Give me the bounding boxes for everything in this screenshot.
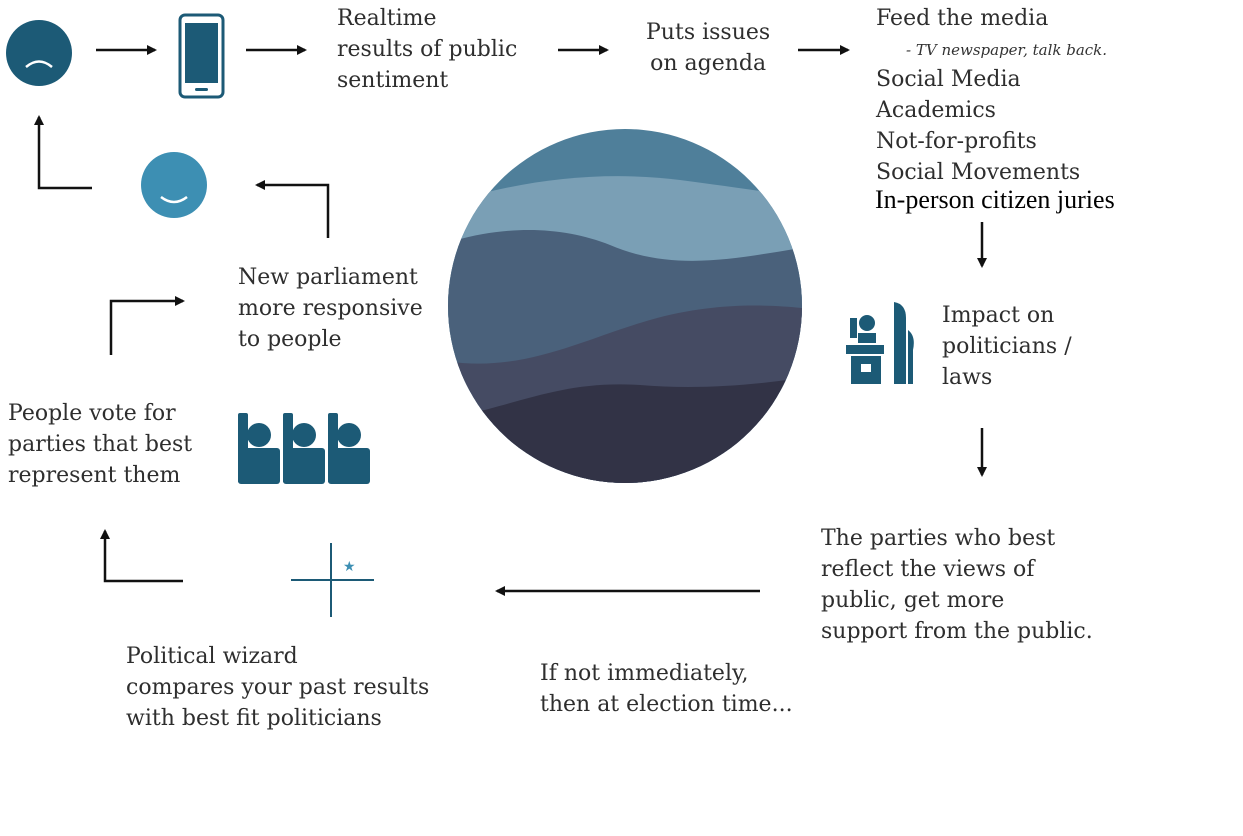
parties-line-2: reflect the views of: [821, 557, 1035, 582]
agenda-text: Puts issues on agenda: [646, 17, 770, 79]
media-note: - TV newspaper, talk back.: [906, 41, 1108, 59]
realtime-line-3: sentiment: [337, 68, 449, 93]
svg-text:★: ★: [343, 559, 356, 575]
parliament-line-1: New parliament: [238, 265, 418, 290]
parliament-text: New parliament more responsive to people: [238, 262, 423, 355]
media-item: Academics: [876, 98, 996, 123]
parties-text: The parties who best reflect the views o…: [821, 523, 1093, 647]
arrow-vote-to-parliament: [109, 296, 185, 355]
citizen-juries-text: In-person citizen juries: [875, 185, 1115, 214]
arrow-parliament-to-happy: [255, 180, 330, 238]
impact-text: Impact on politicians / laws: [942, 300, 1072, 393]
media-item: Social Media: [876, 67, 1021, 92]
parties-line-4: support from the public.: [821, 619, 1093, 644]
vote-line-3: represent them: [8, 463, 181, 488]
compass-star-icon: ★: [291, 543, 374, 617]
media-item: Social Movements: [876, 160, 1081, 185]
parliament-seats-icon: [238, 413, 370, 484]
election-text: If not immediately, then at election tim…: [540, 658, 793, 720]
realtime-line-1: Realtime: [337, 6, 437, 31]
agenda-line-2: on agenda: [650, 51, 767, 76]
election-line-1: If not immediately,: [540, 661, 749, 686]
parties-line-1: The parties who best: [821, 526, 1056, 551]
parliament-line-3: to people: [238, 327, 342, 352]
wizard-text: Political wizard compares your past resu…: [126, 641, 429, 734]
arrow-happy-to-sad: [34, 115, 92, 190]
smartphone-icon: [178, 13, 225, 99]
happy-face-icon: [141, 152, 207, 218]
vote-text: People vote for parties that best repres…: [8, 398, 192, 491]
impact-line-1: Impact on: [942, 303, 1055, 328]
impact-line-3: laws: [942, 365, 993, 390]
arrow-wizard-to-vote: [100, 529, 183, 583]
election-line-2: then at election time...: [540, 692, 793, 717]
parties-line-3: public, get more: [821, 588, 1005, 613]
wizard-line-2: compares your past results: [126, 675, 430, 700]
media-item: Not-for-profits: [876, 129, 1037, 154]
wizard-line-1: Political wizard: [126, 644, 298, 669]
media-list: Social Media Academics Not-for-profits S…: [876, 64, 1080, 188]
media-title: Feed the media: [876, 6, 1049, 31]
parliament-line-2: more responsive: [238, 296, 423, 321]
vote-line-1: People vote for: [8, 401, 176, 426]
vote-line-2: parties that best: [8, 432, 193, 457]
agenda-line-1: Puts issues: [646, 20, 771, 45]
wizard-line-3: with best fit politicians: [126, 706, 382, 731]
impact-line-2: politicians /: [942, 334, 1072, 359]
realtime-results-text: Realtime results of public sentiment: [337, 3, 517, 96]
sad-face-icon: [6, 20, 72, 86]
politician-podium-icon: [846, 302, 914, 384]
realtime-line-2: results of public: [337, 37, 518, 62]
central-wave-globe: [448, 129, 802, 483]
